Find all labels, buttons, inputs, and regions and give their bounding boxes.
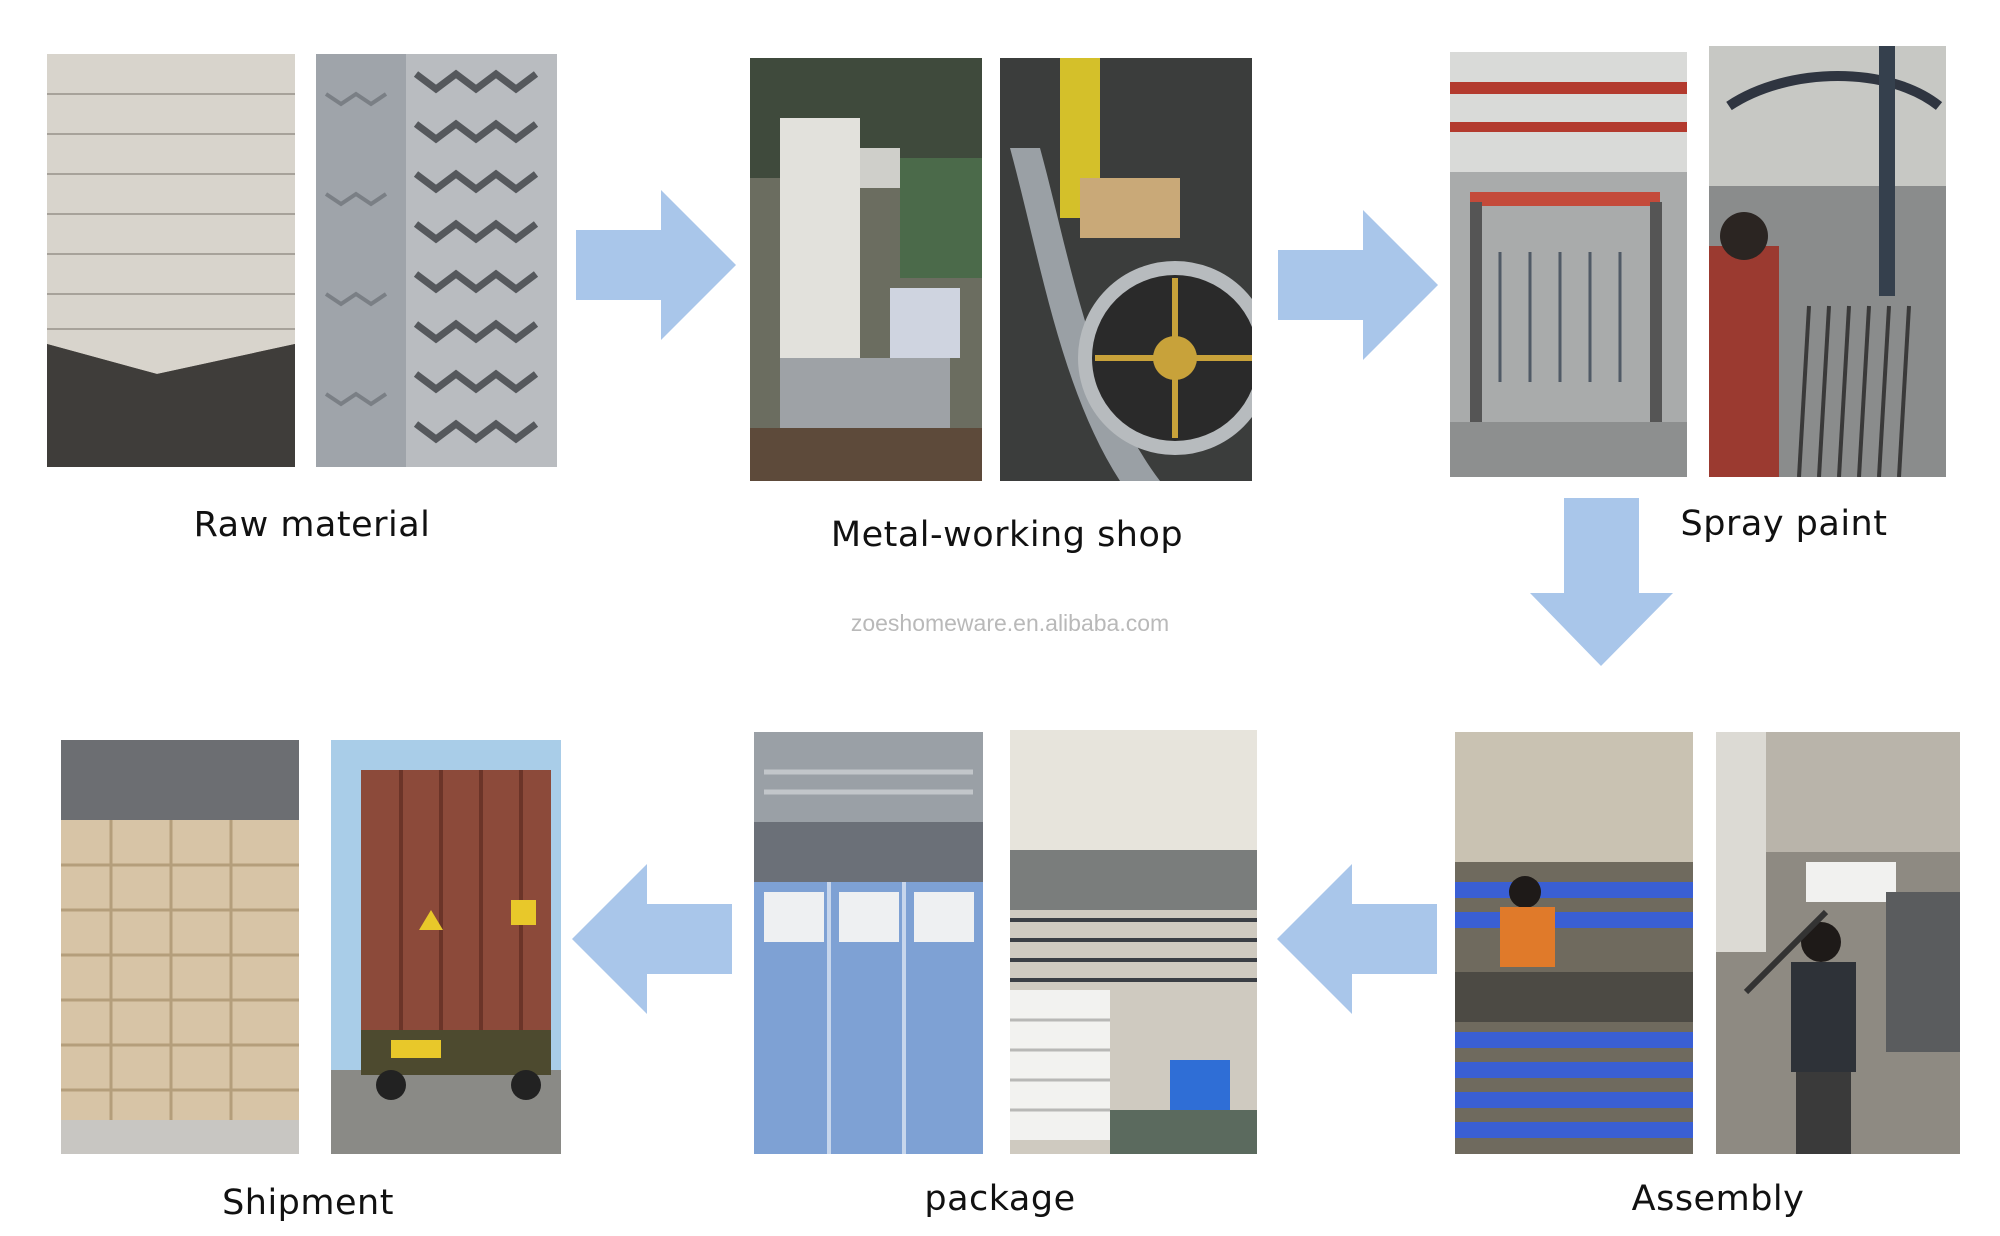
flow-arrow-left-1 — [1277, 864, 1437, 1014]
step-label-package: package — [924, 1179, 1076, 1219]
package-workshop-photo — [1010, 730, 1257, 1154]
package-boards-photo — [754, 732, 983, 1154]
shipment-container-truck-photo — [331, 740, 561, 1154]
metal-working-machine-photo — [750, 58, 982, 481]
assembly-line-photo — [1455, 732, 1693, 1154]
assembly-worker-photo — [1716, 732, 1960, 1154]
raw-material-fabric-photo — [316, 54, 557, 467]
step-label-metal-working-shop: Metal-working shop — [830, 515, 1184, 555]
flow-arrow-down — [1530, 498, 1673, 666]
step-label-raw-material: Raw material — [193, 505, 431, 545]
raw-material-board-photo — [47, 54, 295, 467]
flow-arrow-right-2 — [1278, 210, 1438, 360]
step-label-shipment: Shipment — [222, 1183, 394, 1223]
watermark: zoeshomeware.en.alibaba.com — [850, 610, 1170, 636]
step-label-spray-paint: Spray paint — [1680, 504, 1888, 544]
flow-arrow-left-2 — [572, 864, 732, 1014]
step-label-assembly: Assembly — [1631, 1179, 1805, 1219]
metal-working-coil-photo — [1000, 58, 1252, 481]
spray-paint-worker-photo — [1709, 46, 1946, 477]
shipment-boxes-photo — [61, 740, 299, 1154]
spray-paint-rack-photo — [1450, 52, 1687, 477]
flow-arrow-right-1 — [576, 190, 736, 340]
